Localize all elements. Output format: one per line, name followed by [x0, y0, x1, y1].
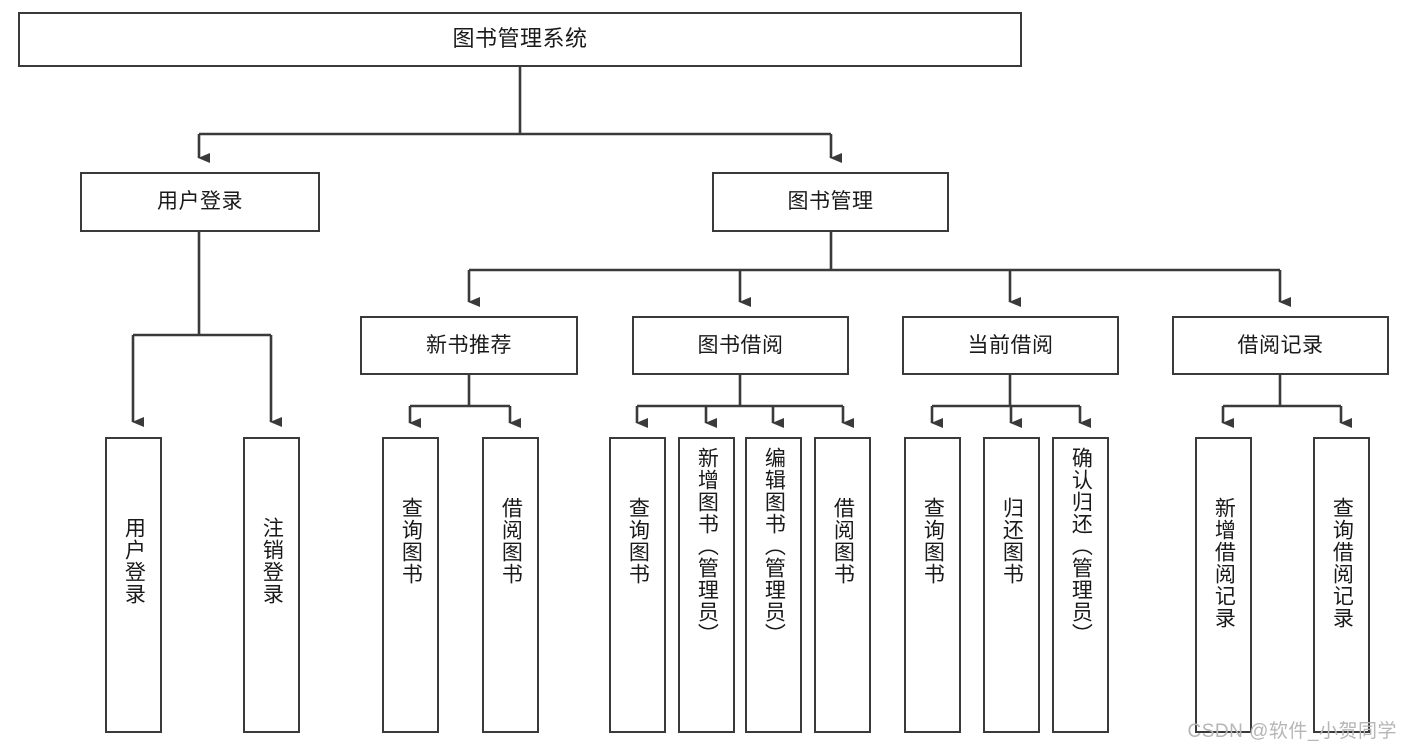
leaf-borrow-book-recommend[interactable]: 借阅图书: [482, 437, 539, 733]
node-label: 图书管理: [787, 190, 874, 214]
leaf-confirm-return-admin[interactable]: 确认归还（管理员）: [1052, 437, 1109, 733]
leaf-query-book-borrow[interactable]: 查询图书: [609, 437, 666, 733]
node-label: 借阅图书: [499, 497, 523, 585]
node-label: 当前借阅: [967, 333, 1054, 357]
node-label: 新增图书（管理员）: [695, 447, 719, 645]
node-label: 注销登录: [260, 517, 284, 605]
node-new-book-recommend[interactable]: 新书推荐: [360, 316, 578, 375]
node-label: 借阅记录: [1237, 333, 1324, 357]
node-current-borrow[interactable]: 当前借阅: [902, 316, 1119, 375]
leaf-query-book-current[interactable]: 查询图书: [904, 437, 961, 733]
leaf-borrow-book[interactable]: 借阅图书: [814, 437, 871, 733]
leaf-return-book[interactable]: 归还图书: [983, 437, 1040, 733]
leaf-add-borrow-record[interactable]: 新增借阅记录: [1195, 437, 1252, 733]
node-label: 查询图书: [399, 497, 423, 585]
node-label: 查询借阅记录: [1330, 497, 1354, 629]
node-book-borrow[interactable]: 图书借阅: [632, 316, 849, 375]
node-user-login[interactable]: 用户登录: [80, 172, 320, 232]
node-label: 归还图书: [1000, 497, 1024, 585]
node-label: 查询图书: [626, 497, 650, 585]
node-label: 确认归还（管理员）: [1069, 447, 1093, 645]
node-label: 新增借阅记录: [1212, 497, 1236, 629]
leaf-query-borrow-record[interactable]: 查询借阅记录: [1313, 437, 1370, 733]
node-label: 用户登录: [157, 190, 243, 214]
leaf-query-book-recommend[interactable]: 查询图书: [382, 437, 439, 733]
node-borrow-record[interactable]: 借阅记录: [1172, 316, 1389, 375]
node-label: 借阅图书: [831, 497, 855, 585]
node-book-management[interactable]: 图书管理: [712, 172, 949, 232]
node-book-management-system[interactable]: 图书管理系统: [18, 12, 1022, 67]
leaf-logout-login[interactable]: 注销登录: [243, 437, 300, 733]
leaf-add-book-admin[interactable]: 新增图书（管理员）: [678, 437, 735, 733]
node-label: 图书管理系统: [452, 26, 588, 52]
leaf-edit-book-admin[interactable]: 编辑图书（管理员）: [745, 437, 802, 733]
watermark-text: CSDN @软件_小贺同学: [1187, 721, 1397, 742]
node-label: 编辑图书（管理员）: [762, 447, 786, 645]
node-label: 图书借阅: [697, 333, 784, 357]
node-label: 用户登录: [122, 517, 146, 605]
leaf-user-login[interactable]: 用户登录: [105, 437, 162, 733]
node-label: 新书推荐: [426, 333, 512, 357]
node-label: 查询图书: [921, 497, 945, 585]
